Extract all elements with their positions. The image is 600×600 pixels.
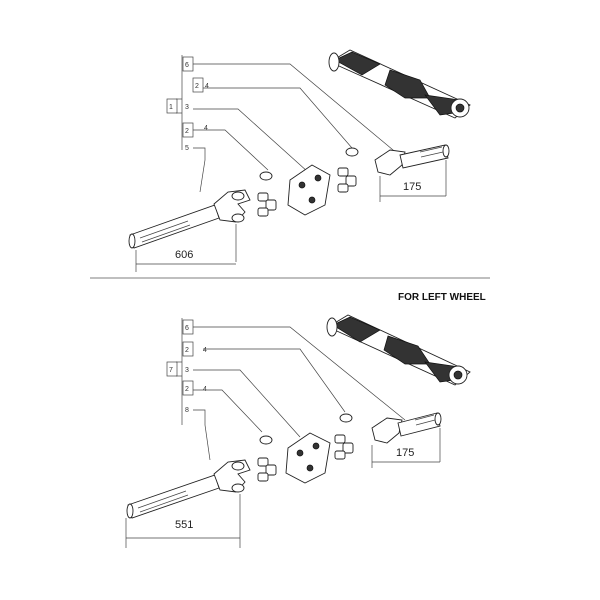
bottom-long-shaft-dimension: 551	[175, 519, 193, 531]
top-ref-box-2a	[192, 77, 204, 93]
bottom-ref-box-2b	[182, 380, 194, 396]
top-long-shaft-dimension: 606	[175, 249, 193, 261]
bottom-ref-box-2a	[182, 341, 194, 357]
top-leader-lines	[193, 63, 406, 193]
bottom-short-shaft-dimension: 175	[396, 447, 414, 459]
bottom-spider-right	[334, 413, 354, 460]
top-ref-label: 4	[205, 83, 209, 90]
top-spider-left	[257, 171, 277, 217]
bottom-short-shaft	[371, 412, 442, 444]
top-snap-ring-left	[259, 171, 273, 181]
bottom-leader-lines	[193, 326, 406, 461]
top-ref-label: 2	[195, 83, 199, 90]
bottom-ref-label: 4	[203, 347, 207, 354]
bottom-ref-label: 7	[169, 367, 173, 374]
top-ref-label: 4	[204, 125, 208, 132]
top-ref-label: 5	[185, 145, 189, 152]
left-wheel-heading: FOR LEFT WHEEL	[398, 292, 486, 303]
bottom-ref-label: 3	[185, 367, 189, 374]
top-ref-bracket: 6 2 4 1 3 2 4 5	[166, 55, 209, 152]
bottom-center-yoke	[285, 432, 331, 484]
top-spider-right	[337, 147, 359, 193]
bottom-ref-label: 6	[185, 325, 189, 332]
bottom-long-shaft	[126, 459, 251, 519]
bottom-assembly: 6 2 4 7 3 2 4 8	[125, 314, 471, 548]
top-ref-box-1	[166, 98, 178, 114]
bottom-axle-housing	[326, 314, 471, 386]
bottom-ref-bracket: 6 2 4 7 3 2 4 8	[166, 318, 207, 425]
top-ref-label: 1	[169, 104, 173, 111]
bottom-snap-ring-right	[339, 413, 353, 423]
top-ref-label: 2	[185, 128, 189, 135]
top-assembly: 6 2 4 1 3 2 4 5	[128, 49, 471, 272]
bottom-ref-label: 2	[185, 347, 189, 354]
top-snap-ring-right	[345, 147, 359, 157]
top-long-shaft	[128, 189, 251, 249]
bottom-spider-left	[257, 435, 277, 482]
top-ref-label: 3	[185, 104, 189, 111]
bottom-ref-label: 4	[203, 386, 207, 393]
top-short-shaft-dimension: 175	[403, 181, 421, 193]
top-axle-housing	[328, 49, 471, 119]
top-ref-label: 6	[185, 62, 189, 69]
bottom-ref-label: 2	[185, 386, 189, 393]
bottom-dimensions: 551 175	[125, 428, 441, 548]
top-dimensions: 606 175	[135, 160, 447, 272]
top-short-shaft	[374, 144, 450, 176]
top-center-yoke	[287, 164, 331, 216]
bottom-ref-box-7	[166, 361, 178, 377]
bottom-ref-label: 8	[185, 407, 189, 414]
bottom-snap-ring-left	[259, 435, 273, 445]
